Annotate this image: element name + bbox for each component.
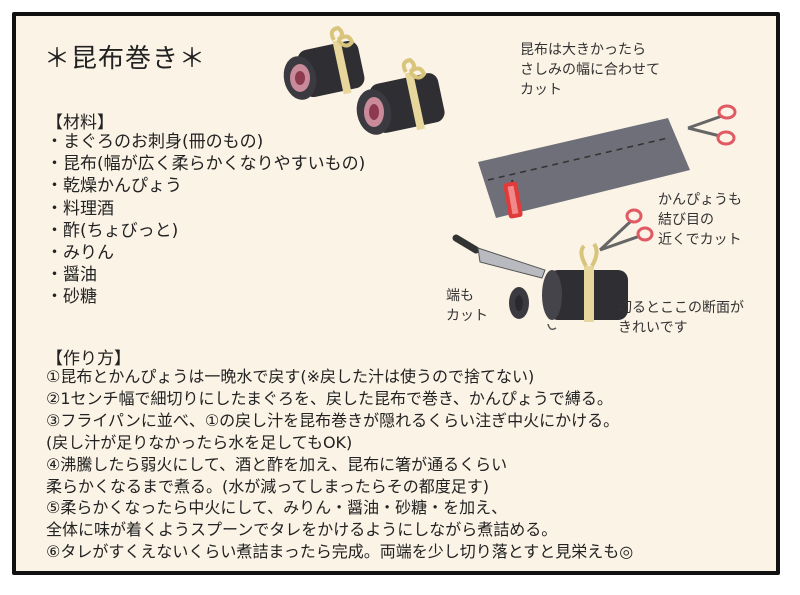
kombu-roll-illustration bbox=[356, 57, 445, 135]
note-kombu-cut: 昆布は大きかったら さしみの幅に合わせて カット bbox=[520, 42, 660, 98]
step-line: 全体に味が着くようスプーンでタレをかけるようにしながら煮詰める。 bbox=[46, 520, 558, 540]
recipe-title: ＊昆布巻き＊ bbox=[44, 44, 207, 74]
ingredient-item: みりん bbox=[46, 242, 365, 264]
kombu-roll-illustration bbox=[542, 242, 628, 331]
cut-end-illustration bbox=[509, 287, 529, 319]
step-line: 柔らかくなるまで煮る。(水が減ってしまったらその都度足す) bbox=[46, 476, 490, 496]
ingredients-heading: 【材料】 bbox=[46, 113, 114, 133]
steps-list: ①昆布とかんぴょうは一晩水で戻す(※戻した汁は使うので捨てない) ②1センチ幅で… bbox=[46, 366, 633, 563]
note-ends-cut: 端も カット bbox=[446, 288, 488, 324]
ingredient-item: 醤油 bbox=[46, 264, 365, 286]
kombu-sheet-illustration bbox=[478, 118, 690, 219]
scissors-icon bbox=[687, 104, 737, 146]
ingredient-item: 砂糖 bbox=[46, 286, 365, 308]
step-line: ③フライパンに並べ、①の戻し汁を昆布巻きが隠れるくらい注ぎ中火にかける。 bbox=[46, 410, 620, 430]
note-kanpyo-cut: かんぴょうも 結び目の 近くでカット bbox=[658, 192, 742, 248]
ingredient-item: 乾燥かんぴょう bbox=[46, 175, 365, 197]
step-line: ⑥タレがすくえないくらい煮詰まったら完成。両端を少し切り落とすと見栄えも◎ bbox=[46, 542, 634, 562]
ingredients-list: まぐろのお刺身(冊のもの) 昆布(幅が広く柔らかくなりやすいもの) 乾燥かんぴょ… bbox=[46, 131, 365, 309]
step-line: ②1センチ幅で細切りにしたまぐろを、戻した昆布で巻き、かんぴょうで縛る。 bbox=[46, 388, 613, 408]
ingredient-item: 昆布(幅が広く柔らかくなりやすいもの) bbox=[46, 153, 365, 175]
steps-heading: 【作り方】 bbox=[46, 349, 131, 369]
step-line: ⑤柔らかくなったら中火にして、みりん・醤油・砂糖・を加え、 bbox=[46, 498, 508, 518]
step-line: (戻し汁が足りなかったら水を足してもOK) bbox=[46, 432, 353, 452]
knife-icon bbox=[452, 234, 546, 279]
ingredient-item: 酢(ちょびっと) bbox=[46, 220, 365, 242]
ingredient-item: まぐろのお刺身(冊のもの) bbox=[46, 131, 365, 153]
ingredient-item: 料理酒 bbox=[46, 198, 365, 220]
kombu-roll-illustration bbox=[283, 25, 365, 100]
step-line: ①昆布とかんぴょうは一晩水で戻す(※戻した汁は使うので捨てない) bbox=[46, 367, 535, 386]
scissors-icon bbox=[598, 208, 654, 252]
note-cross-section: 切るとここの断面が きれいです bbox=[618, 300, 744, 336]
step-line: ④沸騰したら弱火にして、酒と酢を加え、昆布に箸が通るくらい bbox=[46, 454, 508, 474]
